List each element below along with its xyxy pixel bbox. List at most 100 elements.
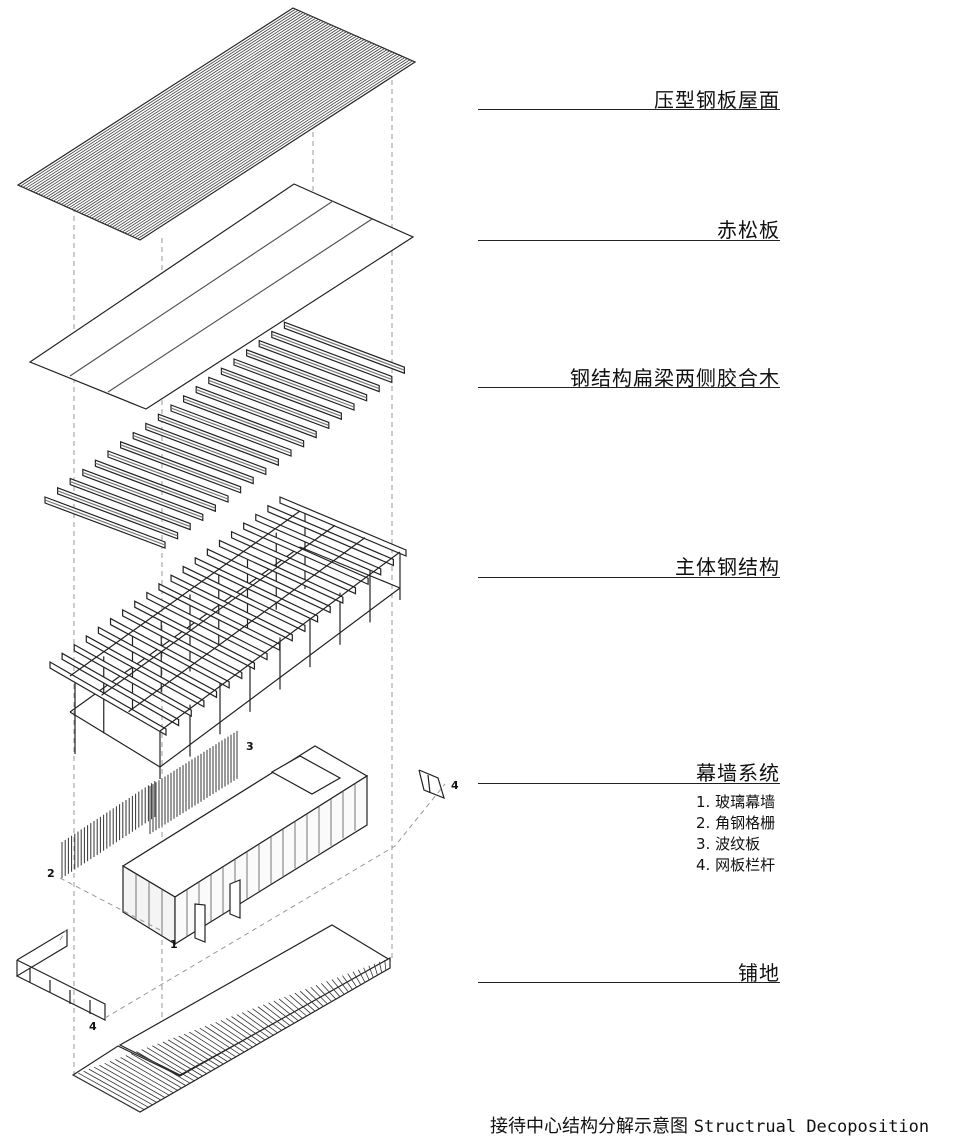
callout-3: 3 (246, 740, 254, 753)
curtain-item: 1. 玻璃幕墙 (696, 793, 776, 811)
paving-strip (236, 1014, 270, 1038)
steel-cross-beam (158, 582, 281, 652)
roof-ridge (78, 34, 355, 213)
roof-ridge (104, 45, 380, 225)
curtain-item: 2. 角钢格栅 (696, 814, 776, 832)
paving-strip (326, 981, 341, 998)
rule-pine-board (478, 240, 780, 241)
steel-cross-beam (146, 591, 268, 661)
glulam-beam-seam (95, 462, 216, 509)
glulam-beam-seam (44, 499, 166, 546)
steel-cross-beam (194, 556, 319, 623)
roof-ridge (55, 24, 332, 203)
paving-strip (315, 985, 332, 1002)
rule-corrugated-roof (478, 109, 780, 110)
curtain-wall-items: 1. 玻璃幕墙 2. 角钢格栅 3. 波纹板 4. 网板栏杆 (696, 792, 775, 876)
roof-ridge (53, 23, 329, 202)
paving-strip (109, 1061, 170, 1096)
paving-strip (104, 1062, 166, 1098)
paving-strip (321, 983, 337, 1000)
label-corrugated-roof: 压型钢板屋面 (654, 88, 780, 112)
paving-strip (336, 977, 349, 993)
paving-strip (178, 1035, 224, 1065)
roof-ridge (83, 36, 360, 216)
roof-ridge (99, 43, 375, 223)
glulam-beam-seam (69, 481, 191, 528)
steel-cross-beam (73, 643, 192, 718)
roof-ridge (30, 13, 306, 192)
paving-strip (157, 1043, 207, 1074)
roof-ridge (25, 11, 301, 189)
roof-ridge (43, 18, 319, 197)
label-paving: 铺地 (738, 961, 780, 985)
steel-cross-beam (61, 652, 180, 727)
steel-cross-beam (109, 617, 230, 689)
roof-ridge (91, 40, 367, 219)
roof-ridge (71, 31, 347, 210)
steel-long-beam (69, 510, 301, 677)
pine-board-layer (28, 183, 415, 410)
roof-ridge (35, 15, 312, 194)
roof-ridge (116, 51, 393, 231)
roof-ridge (45, 20, 322, 198)
glulam-beam-seam (170, 407, 292, 454)
steel-cross-beam (255, 513, 382, 576)
paving-strip (310, 986, 328, 1005)
paving-strip (125, 1055, 182, 1089)
paving-strip (141, 1049, 195, 1082)
paving-strip (262, 1004, 291, 1026)
callout-1: 1 (170, 938, 178, 951)
paving-strip (194, 1029, 237, 1058)
caption-chinese: 接待中心结构分解示意图 (490, 1116, 688, 1137)
steel-cross-beam (122, 608, 243, 680)
steel-cross-beam (97, 626, 218, 699)
callout-4-right: 4 (451, 779, 459, 792)
roof-ridge (101, 44, 378, 224)
glulam-beam-seam (107, 453, 229, 500)
roof-ridge (68, 30, 345, 209)
paving-strip (130, 1053, 187, 1086)
rule-main-steel (478, 577, 780, 578)
glulam-beam-seam (82, 471, 204, 518)
steel-cross-beam (85, 634, 205, 708)
glulam-beam-seam (158, 416, 279, 463)
roof-ridge (94, 41, 370, 220)
paving-strip (273, 1000, 299, 1022)
roof-ridge (20, 8, 296, 187)
paving-strip (384, 959, 387, 971)
roof-ridge (119, 52, 395, 232)
roof-ridge (63, 27, 339, 206)
paving-strip (268, 1002, 295, 1024)
roof-ridge (22, 9, 299, 188)
steel-cross-beam (243, 522, 369, 586)
glulam-beam-seam (195, 389, 317, 436)
steel-cross-beam (49, 660, 167, 737)
roof-ridge (111, 49, 388, 228)
roof-ridge (106, 47, 383, 226)
paving-strip (146, 1047, 199, 1079)
rule-curtain-wall (478, 783, 780, 784)
paving-strip (299, 990, 320, 1010)
steel-base-beam (69, 711, 161, 768)
paving-strip (347, 973, 358, 988)
paving-strip (215, 1022, 253, 1048)
paving-strip (363, 967, 370, 981)
paving-strip (294, 992, 316, 1012)
paving-strip (220, 1020, 257, 1046)
glulam-beam-seam (284, 324, 405, 371)
glulam-beam-seam (145, 425, 267, 472)
paving-strip (167, 1039, 216, 1070)
glulam-beam-seam (246, 352, 367, 399)
roof-ridge (88, 39, 365, 218)
roof-ridge (134, 59, 411, 239)
diagram-caption: 接待中心结构分解示意图 Structrual Decoposition (490, 1112, 929, 1138)
curtain-wall-system (16, 730, 446, 1021)
paving-strip (173, 1037, 220, 1067)
mesh-railing-right (418, 769, 445, 800)
glulam-beam-seam (233, 361, 355, 408)
paving-strip (379, 961, 383, 973)
paving-strip (115, 1059, 174, 1094)
corrugated-roof (16, 7, 417, 241)
glulam-beam-seam (221, 370, 342, 417)
